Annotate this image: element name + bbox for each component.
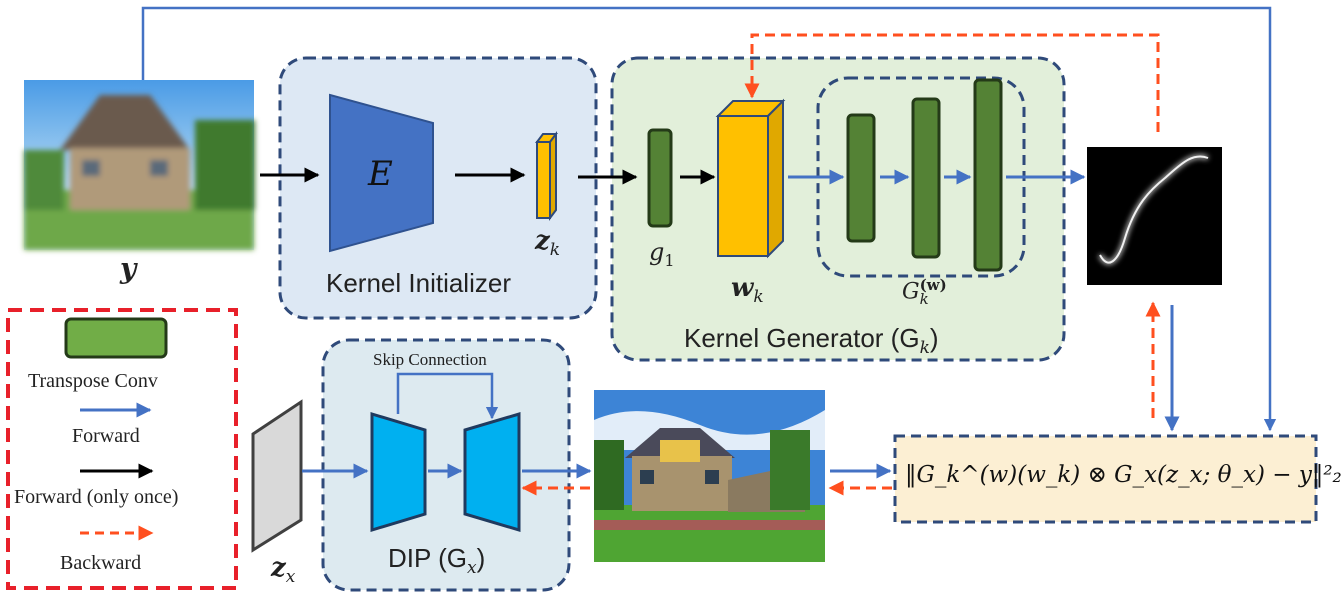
noise-input-sub: x <box>285 567 296 588</box>
arrow-y-to-loss <box>141 6 1277 432</box>
dip-decoder <box>463 411 521 533</box>
latent-zk-block <box>535 131 558 221</box>
sub-network-label: G(w)k <box>902 276 947 309</box>
g1-sub: 1 <box>664 250 675 270</box>
wk-label: wk <box>731 273 764 307</box>
generator-layer-1 <box>846 113 876 243</box>
loss-formula: ‖G_k^(w)(w_k) ⊗ G_x(z_x; θ_x) − y‖²₂ <box>905 462 1342 488</box>
kernel-generator-title-text: Kernel Generator (G <box>684 323 920 353</box>
encoder-e <box>329 93 434 253</box>
estimated-kernel-image <box>1087 147 1222 285</box>
kernel-generator-title: Kernel Generator (Gk) <box>684 323 939 358</box>
legend-forward-label: Forward <box>72 425 140 447</box>
noise-input-zx <box>251 399 303 553</box>
skip-connection-label: Skip Connection <box>373 350 487 369</box>
skip-connection-arrow <box>396 372 499 420</box>
dip-encoder <box>370 411 427 533</box>
generator-layer-3 <box>973 78 1003 272</box>
dip-title-close: ) <box>476 543 486 573</box>
blurry-input-image <box>24 80 255 250</box>
latent-zk-main: z <box>535 226 550 256</box>
generator-layer-2 <box>911 97 941 259</box>
kernel-generator-title-sub: k <box>919 338 930 359</box>
dip-title: DIP (Gx) <box>388 543 485 578</box>
kernel-generator-title-close: ) <box>929 323 939 353</box>
wk-sub: k <box>753 287 764 308</box>
g1-label: g1 <box>649 238 675 270</box>
sub-network-sup: (w) <box>919 276 947 294</box>
dip-title-sub: x <box>466 558 477 579</box>
noise-input-label: zx <box>271 553 295 587</box>
dip-title-text: DIP (G <box>388 543 467 573</box>
kernel-initializer-title: Kernel Initializer <box>326 268 511 298</box>
legend-backward-label: Backward <box>60 552 142 574</box>
blurry-input-label: y <box>120 252 137 285</box>
restored-image <box>594 390 825 562</box>
latent-zk-label: zk <box>535 226 560 260</box>
wk-main: w <box>731 273 754 303</box>
layer-g1 <box>647 128 673 228</box>
encoder-label: E <box>368 154 393 194</box>
feature-block-wk <box>715 98 786 259</box>
noise-input-main: z <box>271 553 286 583</box>
legend-transpose-conv-swatch <box>64 317 168 359</box>
sub-network-main: G <box>902 279 920 305</box>
legend-transpose-conv-label: Transpose Conv <box>28 370 158 392</box>
latent-zk-sub: k <box>549 240 561 261</box>
g1-main: g <box>649 238 665 266</box>
backward-arrow-kernel-to-wk <box>744 33 1160 132</box>
legend-box <box>6 308 238 590</box>
sub-network-sub: k <box>919 290 929 309</box>
loss-box <box>893 434 1318 524</box>
legend-forward-once-label: Forward (only once) <box>14 486 179 508</box>
